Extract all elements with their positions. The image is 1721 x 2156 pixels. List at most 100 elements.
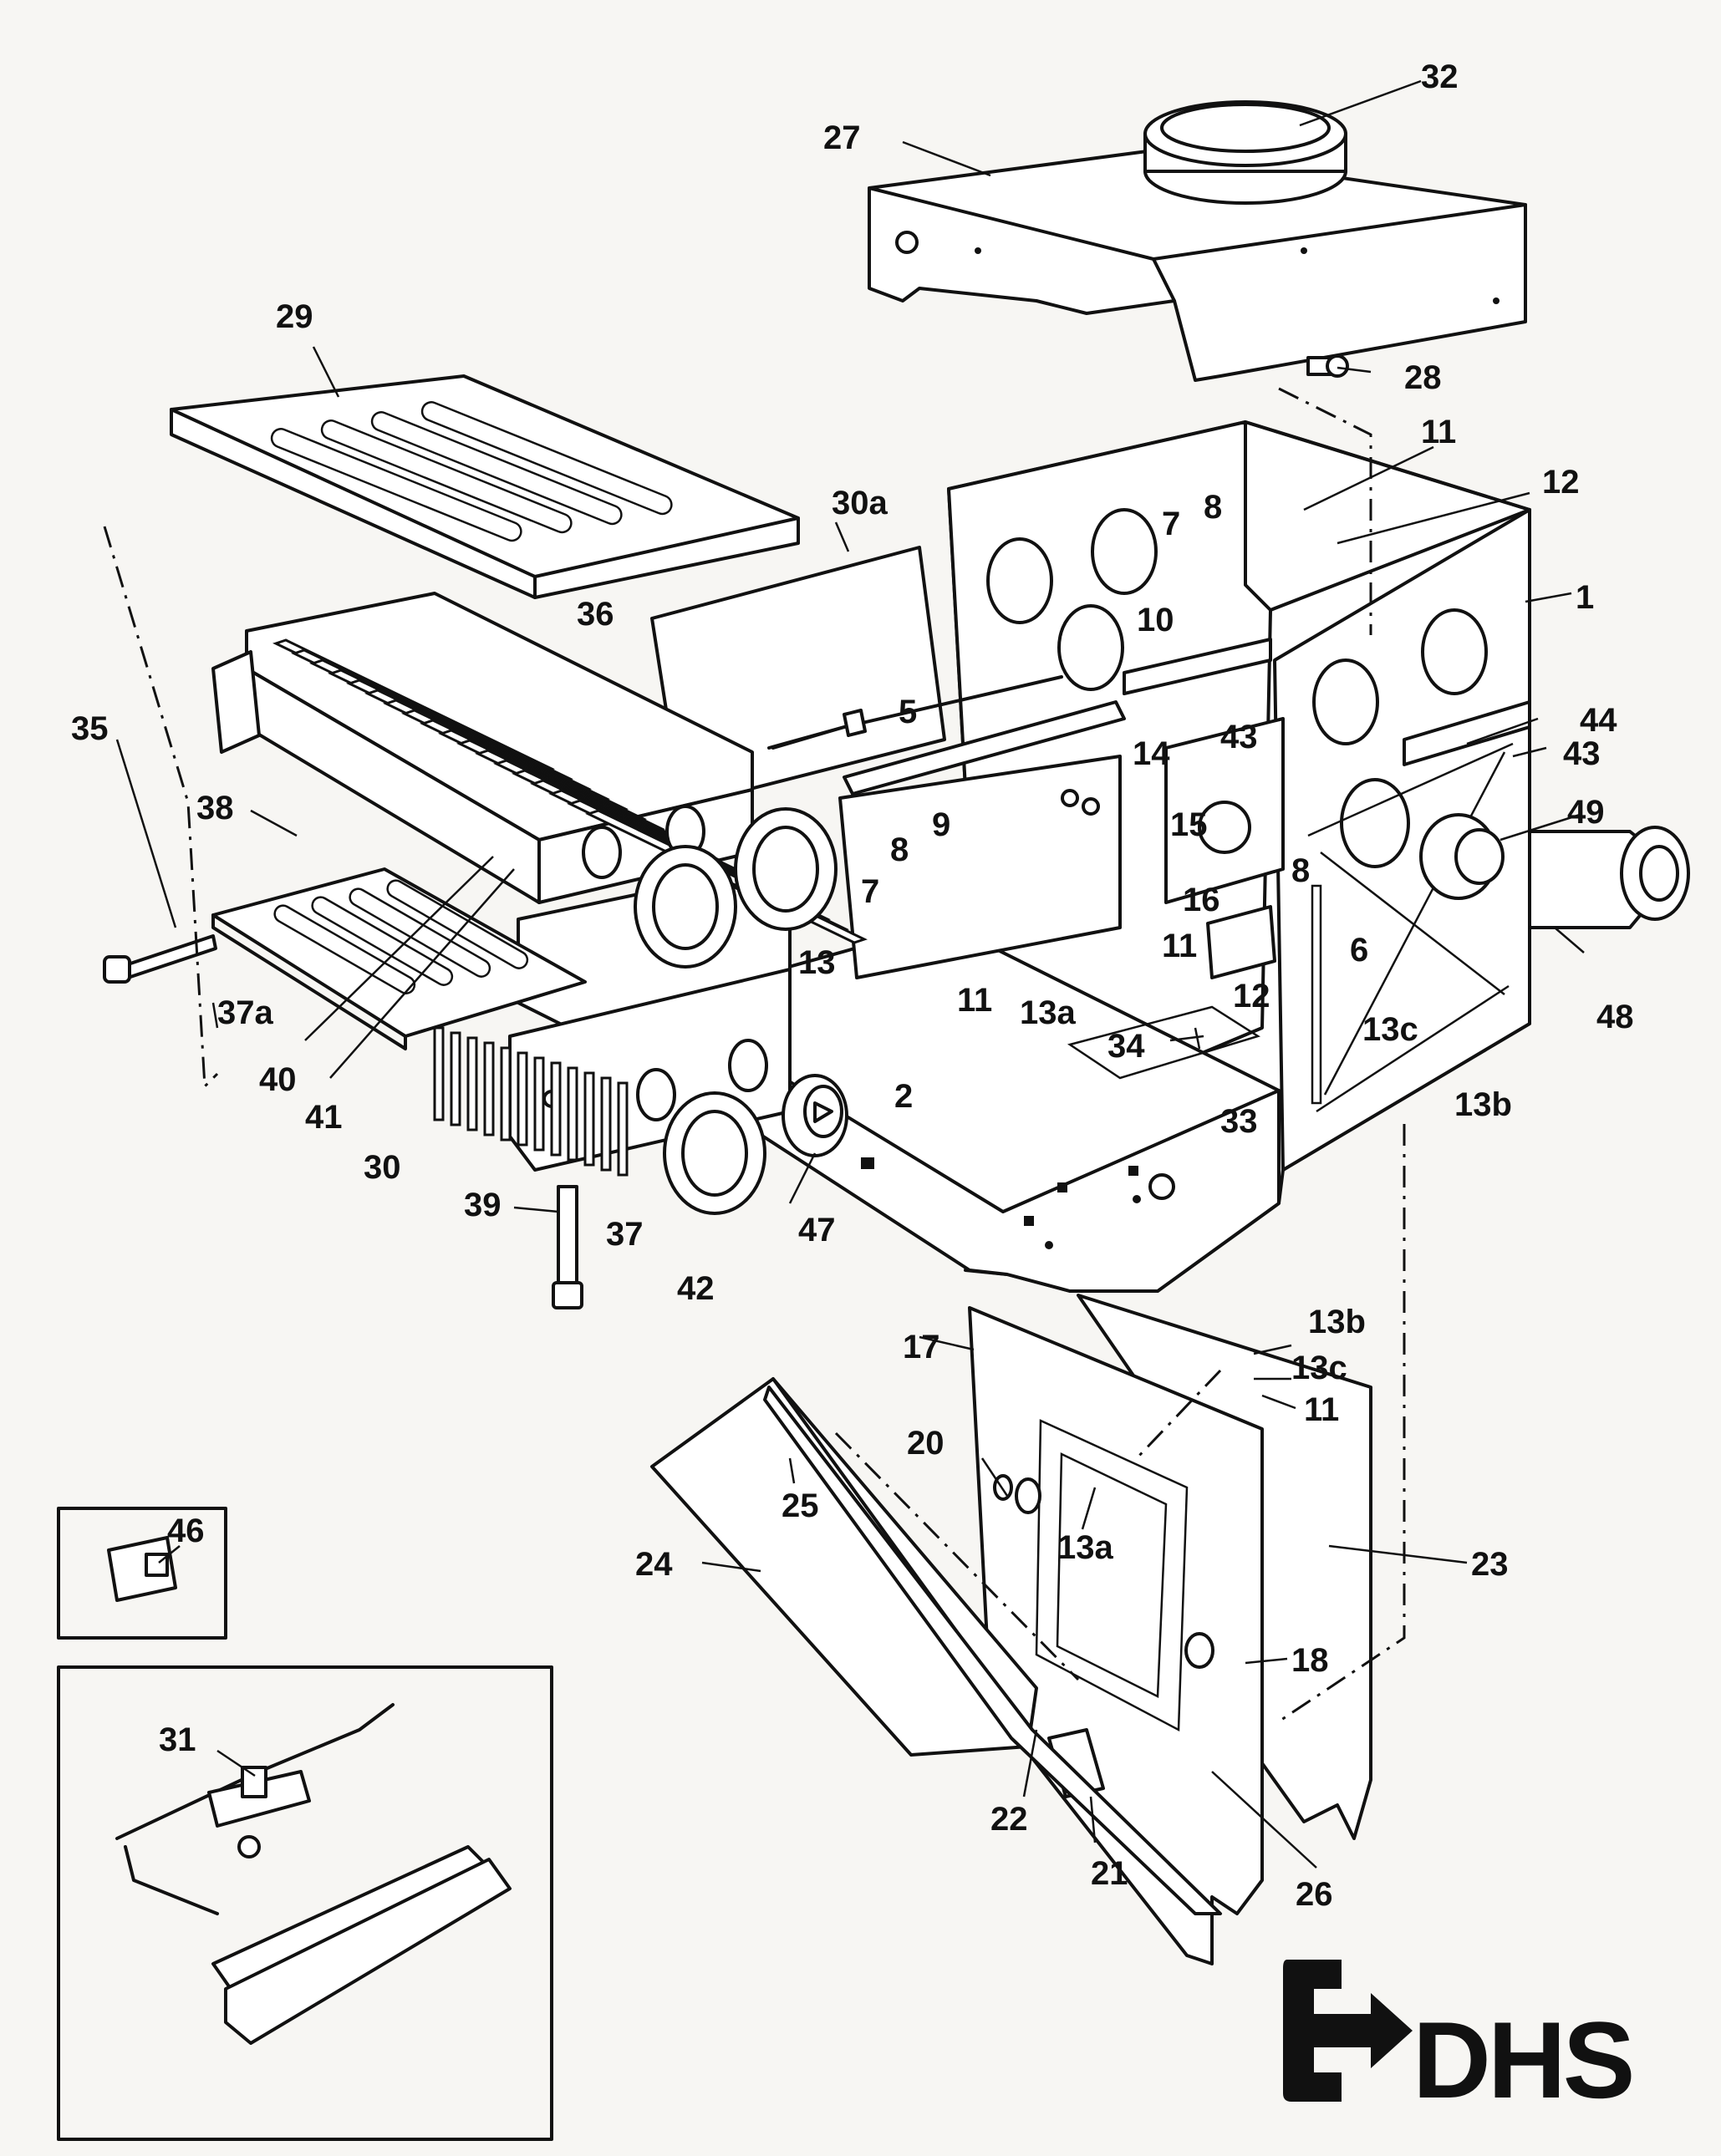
fin [550, 1061, 562, 1157]
assembly-lines [103, 387, 1406, 1723]
combustion-panel-17 [968, 1306, 1264, 1965]
leader-lines [115, 79, 1585, 1869]
callout-43: 43 [1220, 719, 1258, 755]
callout-33: 33 [1220, 1103, 1258, 1140]
fin [433, 1026, 445, 1121]
fin [583, 1071, 595, 1167]
fin [466, 1036, 478, 1131]
callout-9: 9 [932, 806, 950, 843]
fin [567, 1066, 578, 1162]
callout-28: 28 [1404, 359, 1442, 396]
callout-29: 29 [276, 298, 313, 335]
callout-21: 21 [1091, 1855, 1128, 1892]
seal-ring-42 [663, 1091, 766, 1215]
connector-49 [1419, 813, 1505, 900]
fin [533, 1056, 545, 1152]
callout-13c: 13c [1362, 1011, 1418, 1048]
callout-49: 49 [1567, 794, 1605, 831]
dhs-logo: DHS [1283, 1960, 1635, 2121]
callout-16: 16 [1183, 882, 1220, 918]
callout-18: 18 [1291, 1642, 1329, 1679]
callout-38: 38 [196, 790, 234, 826]
callout-17: 17 [903, 1329, 940, 1365]
callout-41: 41 [305, 1099, 343, 1136]
callout-7: 7 [1162, 506, 1180, 542]
burner-grate-30 [211, 867, 587, 1050]
inset-46 [57, 1507, 227, 1640]
callout-42: 42 [677, 1270, 715, 1307]
bolt-39 [552, 1185, 583, 1309]
callout-13c2: 13c [1291, 1350, 1347, 1386]
callout-11d: 11 [1304, 1391, 1339, 1428]
fin [600, 1076, 612, 1172]
callout-23: 23 [1471, 1546, 1509, 1583]
callout-2: 2 [894, 1078, 913, 1115]
callout-40: 40 [259, 1061, 297, 1098]
fin [617, 1081, 629, 1177]
callout-15: 15 [1170, 806, 1208, 843]
callout-12b: 12 [1233, 978, 1270, 1014]
callout-37: 37 [606, 1216, 644, 1253]
callout-13: 13 [798, 944, 836, 981]
callout-27: 27 [823, 119, 861, 156]
plug-47 [782, 1074, 848, 1157]
baffle-plate-29 [170, 374, 800, 599]
callout-22: 22 [990, 1801, 1028, 1838]
fin [483, 1041, 495, 1136]
callout-35: 35 [71, 710, 109, 747]
callout-43b: 43 [1563, 735, 1601, 772]
mounting-bracket-14 [1164, 717, 1285, 904]
callout-6: 6 [1350, 932, 1368, 969]
callout-11: 11 [1421, 414, 1456, 450]
callout-13a: 13a [1020, 994, 1076, 1031]
seal-ring-upper-2 [734, 807, 838, 931]
callout-46: 46 [167, 1513, 205, 1549]
elbow-48 [1528, 826, 1690, 929]
callout-12: 12 [1542, 464, 1580, 501]
callout-34: 34 [1107, 1028, 1145, 1065]
logo-text: DHS [1413, 1999, 1632, 2121]
fin [450, 1031, 461, 1126]
burner-backplate-13 [838, 755, 1122, 979]
fin-array-lower [433, 1026, 629, 1177]
callout-1: 1 [1576, 579, 1594, 616]
callout-30a: 30a [832, 485, 888, 521]
callout-31: 31 [159, 1721, 196, 1758]
callout-24: 24 [635, 1546, 673, 1583]
flue-hood-27 [868, 149, 1527, 382]
callout-36: 36 [577, 596, 614, 633]
callout-30: 30 [364, 1149, 401, 1186]
callout-26: 26 [1296, 1876, 1333, 1913]
flue-collar-32 [1143, 100, 1347, 205]
callout-13a2: 13a [1057, 1529, 1113, 1566]
seal-ring-upper [634, 845, 737, 969]
callout-7b: 7 [861, 873, 879, 910]
callout-8: 8 [1204, 489, 1222, 526]
callout-8c: 8 [1291, 852, 1310, 889]
arrow-into-bracket-icon [1283, 1960, 1413, 2102]
callout-32: 32 [1421, 58, 1459, 95]
sensor-16 [1206, 905, 1276, 979]
callout-44: 44 [1580, 702, 1617, 739]
callout-20: 20 [907, 1425, 945, 1462]
callout-48: 48 [1596, 999, 1634, 1035]
fin [517, 1051, 528, 1147]
fin [500, 1046, 512, 1142]
callout-39: 39 [464, 1187, 502, 1223]
long-bolt [771, 709, 867, 750]
strip-24-side [763, 1386, 1222, 1915]
callout-37a: 37a [217, 994, 273, 1031]
callout-labels: 32 27 28 29 30a 11 12 7 8 10 1 36 5 43 1… [71, 58, 1634, 1913]
callout-10: 10 [1137, 602, 1174, 638]
callout-8b: 8 [890, 831, 909, 868]
callout-13b: 13b [1454, 1086, 1512, 1123]
callout-14: 14 [1133, 735, 1170, 772]
inset-31 [57, 1665, 553, 2141]
callout-11c: 11 [957, 982, 992, 1019]
screw-28 [1306, 354, 1349, 378]
callout-47: 47 [798, 1212, 836, 1248]
callout-13b2: 13b [1308, 1304, 1366, 1340]
bolt-37a [103, 934, 217, 984]
callout-11b: 11 [1162, 928, 1197, 964]
